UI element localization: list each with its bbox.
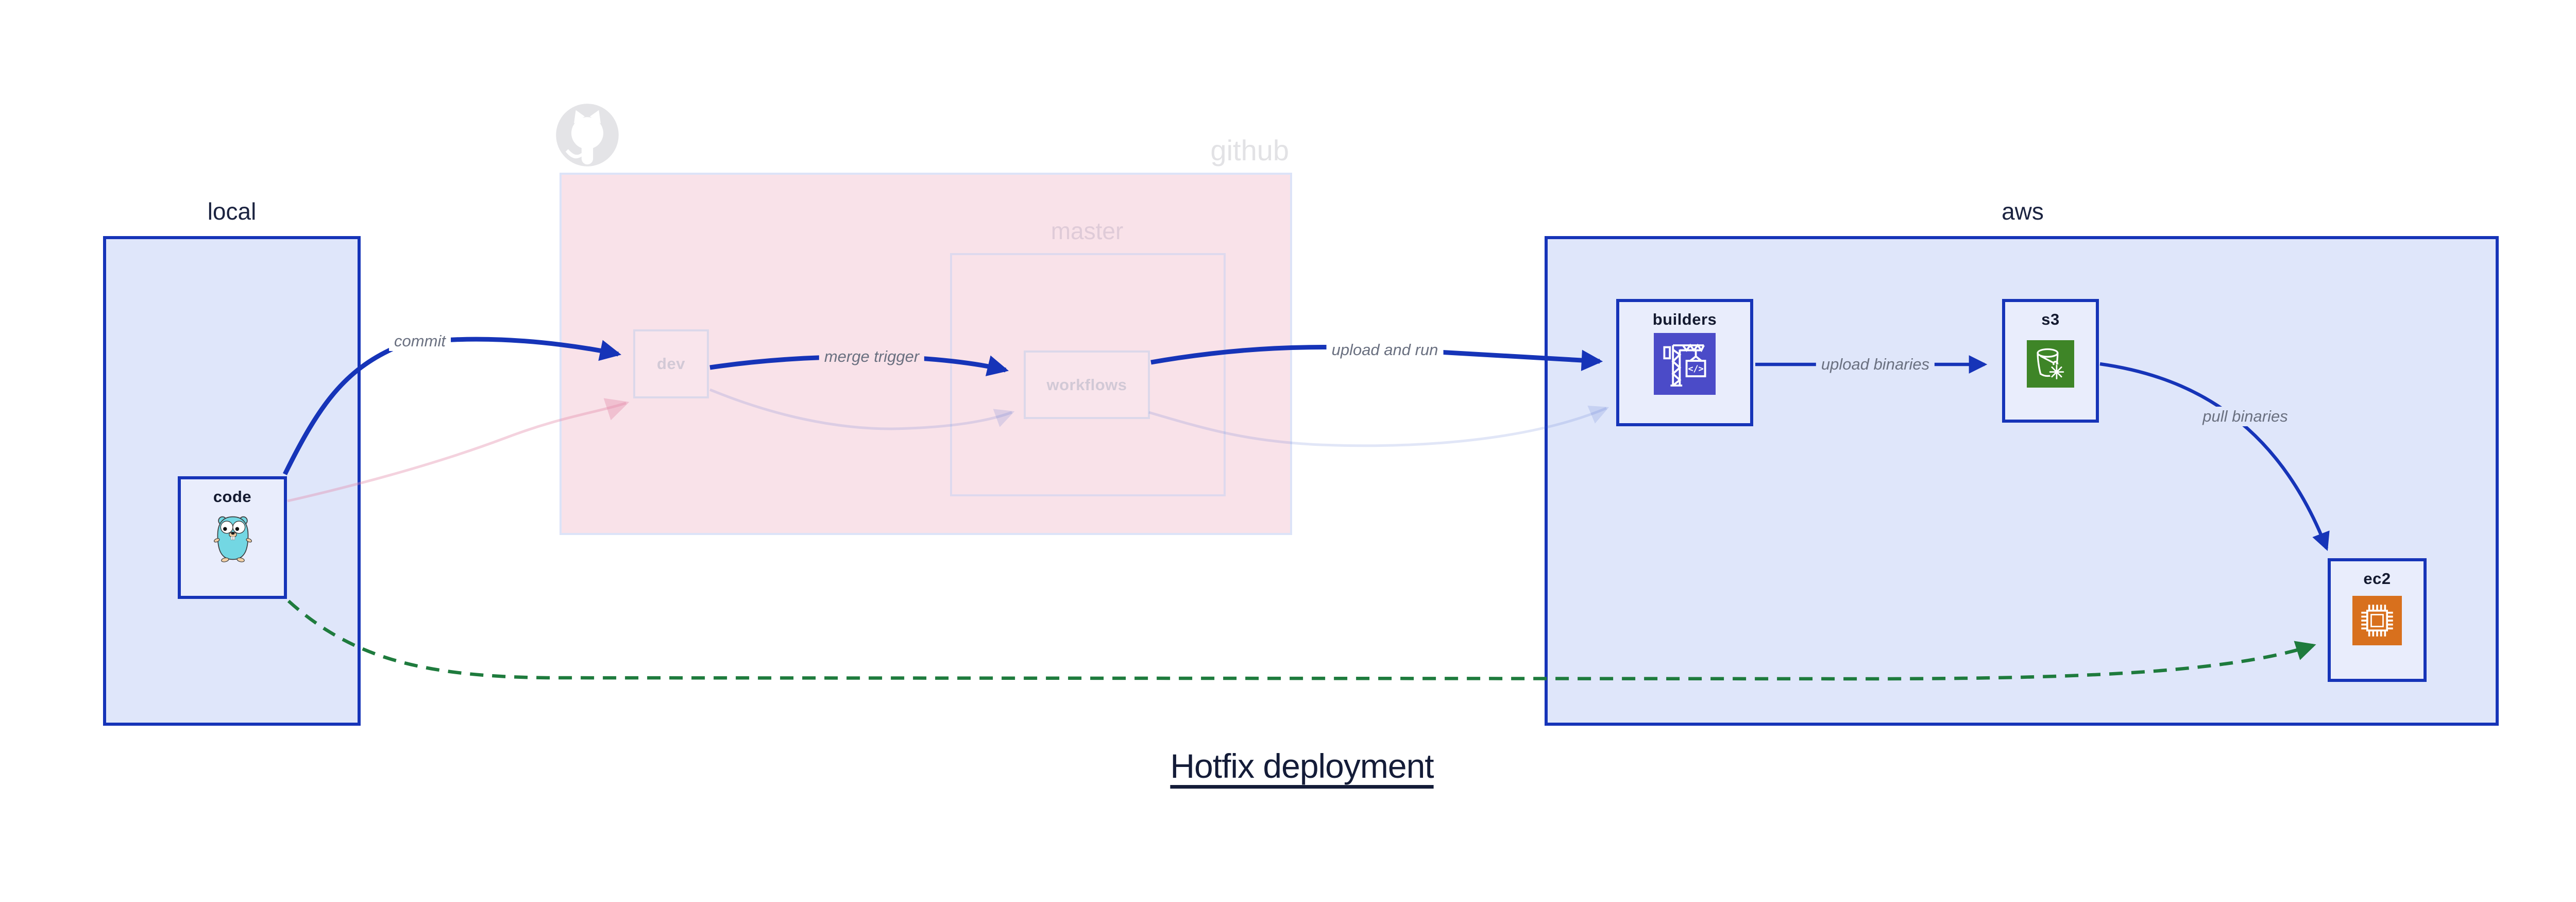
diagram-title: Hotfix deployment <box>1170 747 1434 785</box>
node-dev-label: dev <box>657 355 685 373</box>
edge-label-merge-trigger: merge trigger <box>819 347 925 366</box>
node-s3-label: s3 <box>2041 310 2060 328</box>
group-label-github: github <box>1210 134 1289 166</box>
svg-text:</>: </> <box>1688 363 1703 374</box>
node-workflows-label: workflows <box>1046 375 1127 394</box>
octocat-icon <box>556 104 619 166</box>
s3-bucket-snowflake-icon <box>2027 340 2074 388</box>
group-label-local: local <box>207 198 257 225</box>
group-box-master <box>950 253 1226 496</box>
node-builders-label: builders <box>1652 310 1717 328</box>
edge-label-pull-binaries: pull binaries <box>2197 407 2293 426</box>
edge-label-commit: commit <box>389 331 451 351</box>
group-label-master: master <box>1050 218 1124 244</box>
node-workflows: workflows <box>1024 350 1150 419</box>
codebuild-crane-icon: </> <box>1654 333 1716 395</box>
go-gopher-icon <box>213 516 252 562</box>
ec2-chip-icon <box>2352 596 2402 645</box>
node-ec2-label: ec2 <box>2363 570 2391 588</box>
group-label-aws: aws <box>2002 198 2044 225</box>
edge-label-upload-and-run: upload and run <box>1326 340 1444 360</box>
edge-label-upload-binaries: upload binaries <box>1816 355 1935 374</box>
node-dev: dev <box>633 329 709 398</box>
node-code-label: code <box>213 488 252 506</box>
